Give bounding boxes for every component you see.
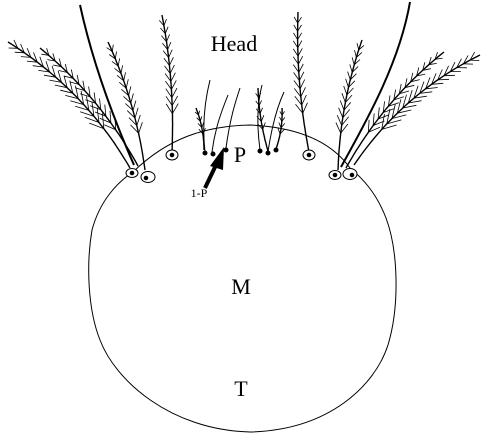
plumose-seta-barb <box>336 123 341 134</box>
plumose-seta-barb <box>352 57 354 65</box>
plumose-seta-barb <box>129 86 131 95</box>
plumose-seta-barb <box>278 128 280 134</box>
plumose-seta-barb <box>172 96 178 106</box>
plumose-seta-barb <box>165 27 168 34</box>
plumose-seta-barb <box>135 108 138 118</box>
plumose-seta-barb <box>348 72 351 80</box>
plumose-seta-barb <box>133 101 136 111</box>
plumose-seta-barb <box>355 50 357 57</box>
plumose-seta-barb <box>350 64 352 72</box>
plumose-seta-barb <box>298 56 302 64</box>
plumose-seta-barb <box>342 93 346 102</box>
plumose-seta-barb <box>121 65 123 73</box>
plumose-seta-barb <box>118 58 119 66</box>
plumose-seta-barb <box>169 57 173 65</box>
plumose-seta-barb <box>470 60 479 61</box>
plumose-seta-barb <box>171 80 176 89</box>
plumose-seta-barb <box>300 80 305 89</box>
label-seta-1p: 1-P <box>191 186 208 200</box>
plumose-seta-barb <box>170 65 174 74</box>
plumose-seta-barb <box>126 79 128 88</box>
plumose-seta-barb <box>172 104 178 114</box>
plumose-seta-barb <box>337 115 342 125</box>
plumose-seta-barb <box>301 87 306 97</box>
plumose-seta-barb <box>298 41 302 48</box>
plumose-seta-barb <box>115 52 116 59</box>
plumose-seta-barb <box>164 19 167 26</box>
plumose-seta-barb <box>303 103 308 114</box>
plumose-seta-barb <box>302 95 307 105</box>
plumose-seta-barb <box>171 73 176 82</box>
plumose-seta-barb <box>167 34 170 41</box>
plumose-seta-barb <box>357 43 359 50</box>
plumose-seta-barb <box>131 94 134 104</box>
plumose-seta-barb <box>169 50 173 58</box>
label-head: Head <box>211 31 257 56</box>
plumose-seta-barb <box>172 88 177 98</box>
plumose-seta-barb <box>299 64 304 72</box>
plumose-seta-shaft <box>8 42 130 168</box>
plumose-seta-barb <box>124 72 126 81</box>
label-metathorax: T <box>234 376 248 401</box>
plumose-seta-barb <box>339 108 343 118</box>
label-mesothorax: M <box>231 274 251 299</box>
plumose-seta-barb <box>298 48 302 56</box>
plumose-seta-barb <box>200 116 202 121</box>
plumose-seta-barb <box>168 42 171 50</box>
plumose-seta-barb <box>199 111 200 115</box>
plumose-seta-barb <box>137 115 141 126</box>
plumose-seta-barb <box>344 86 347 95</box>
plumose-seta-barb <box>299 72 304 81</box>
plumose-seta-barb <box>340 101 344 111</box>
plumose-seta-barb <box>139 122 143 133</box>
label-prothorax: P <box>234 142 246 167</box>
plumose-seta-barb <box>112 45 113 52</box>
plumose-seta-shaft <box>354 55 480 165</box>
plumose-seta-barb <box>260 108 263 114</box>
plumose-seta-barb <box>261 115 264 121</box>
plumose-seta-barb <box>346 79 349 88</box>
plumose-seta-shaft <box>108 42 145 170</box>
